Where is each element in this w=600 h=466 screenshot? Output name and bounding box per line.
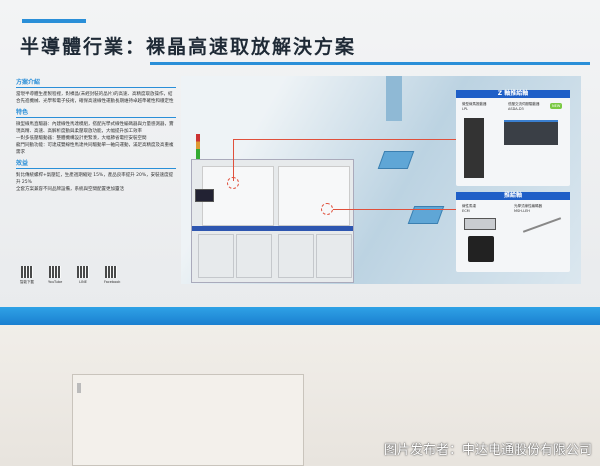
- product-model: MSH-LEH: [514, 209, 530, 213]
- qr-label: LINE: [79, 280, 87, 284]
- hmi-screen: [195, 189, 214, 202]
- signal-tower: [196, 134, 200, 159]
- qr-code[interactable]: Facebook: [104, 266, 121, 285]
- title-underline: [150, 62, 590, 65]
- callout-circle: [227, 177, 239, 189]
- ecm-block-image: [468, 236, 494, 262]
- qr-label: Facebook: [104, 280, 121, 284]
- intro-text: 當現半導體生產製程裡，對裸晶(未經封裝的晶片)的高速、高精度取放操作，結合先進機…: [16, 92, 174, 104]
- pick-head-image: [386, 76, 402, 121]
- z-axis-heading: Z 軸推給軸: [456, 90, 570, 98]
- intro-heading: 方案介紹: [16, 79, 176, 88]
- features-heading: 特色: [16, 109, 176, 118]
- feature-item: 一對多低壓驅動器：整體機構設計更緊湊，大幅節省電控安裝空間: [16, 136, 147, 141]
- encoder-image: [522, 217, 562, 233]
- watermark: 图片发布者：中达电通股份有限公司: [383, 443, 592, 458]
- qr-label: YouTube: [48, 280, 63, 284]
- product-name: 微型線馬推動器: [462, 102, 487, 106]
- product-name: 線性馬達: [462, 204, 476, 208]
- product-name: 低壓交流伺服驅動器: [508, 102, 540, 106]
- qr-codes: 智能下載 YouTube LINE Facebook: [20, 266, 121, 285]
- product-model: LPL: [462, 107, 469, 111]
- qr-code[interactable]: 智能下載: [20, 266, 34, 285]
- wall-access-panel: [72, 374, 304, 466]
- product-model: ASDA-D3: [508, 107, 524, 111]
- benefit-item: 全套方案兼容不同品牌設備，系統與空間配置更加靈活: [16, 187, 124, 192]
- page-title: 半導體行業：裸晶高速取放解決方案: [20, 36, 357, 58]
- accent-bar: [22, 19, 86, 23]
- blue-base-stripe: [0, 307, 600, 325]
- callout-line: [233, 139, 508, 140]
- new-badge: NEW: [550, 103, 563, 109]
- exhibit-board: 半導體行業：裸晶高速取放解決方案 方案介紹 當現半導體生產製程裡，對裸晶(未經封…: [0, 0, 600, 308]
- benefits-heading: 效益: [16, 160, 176, 169]
- benefit-item: 對比傳統螺桿+氣壓缸，生產週期縮短 15%，產品良率提升 20%，安裝速度提升 …: [16, 173, 174, 185]
- product-name: 光學式線性編碼器: [514, 204, 542, 208]
- callout-line: [333, 209, 458, 210]
- callout-circle: [321, 203, 333, 215]
- asda-drive-image: [504, 120, 558, 145]
- feature-item: 龍門同動功能：可達成雙線性馬達共同驅動單一軸向運動，滿足高精度及高重複需求: [16, 143, 174, 155]
- machine-image: [191, 159, 354, 283]
- qr-label: 智能下載: [20, 280, 34, 284]
- info-column: 方案介紹 當現半導體生產製程裡，對裸晶(未經封裝的晶片)的高速、高精度取放操作，…: [16, 75, 176, 193]
- qr-code[interactable]: LINE: [76, 266, 90, 285]
- product-model: ECM: [462, 209, 470, 213]
- ecm-motor-image: [464, 218, 496, 230]
- chip-image: [377, 151, 415, 169]
- qr-code[interactable]: YouTube: [48, 266, 62, 285]
- lpl-device-image: [464, 118, 484, 178]
- feature-item: 微型線馬直驅器：內建線性馬達模組，搭配光學式線性編碼器與力量感測器，實現高精、高…: [16, 122, 174, 134]
- feed-axis-heading: 推給軸: [456, 192, 570, 200]
